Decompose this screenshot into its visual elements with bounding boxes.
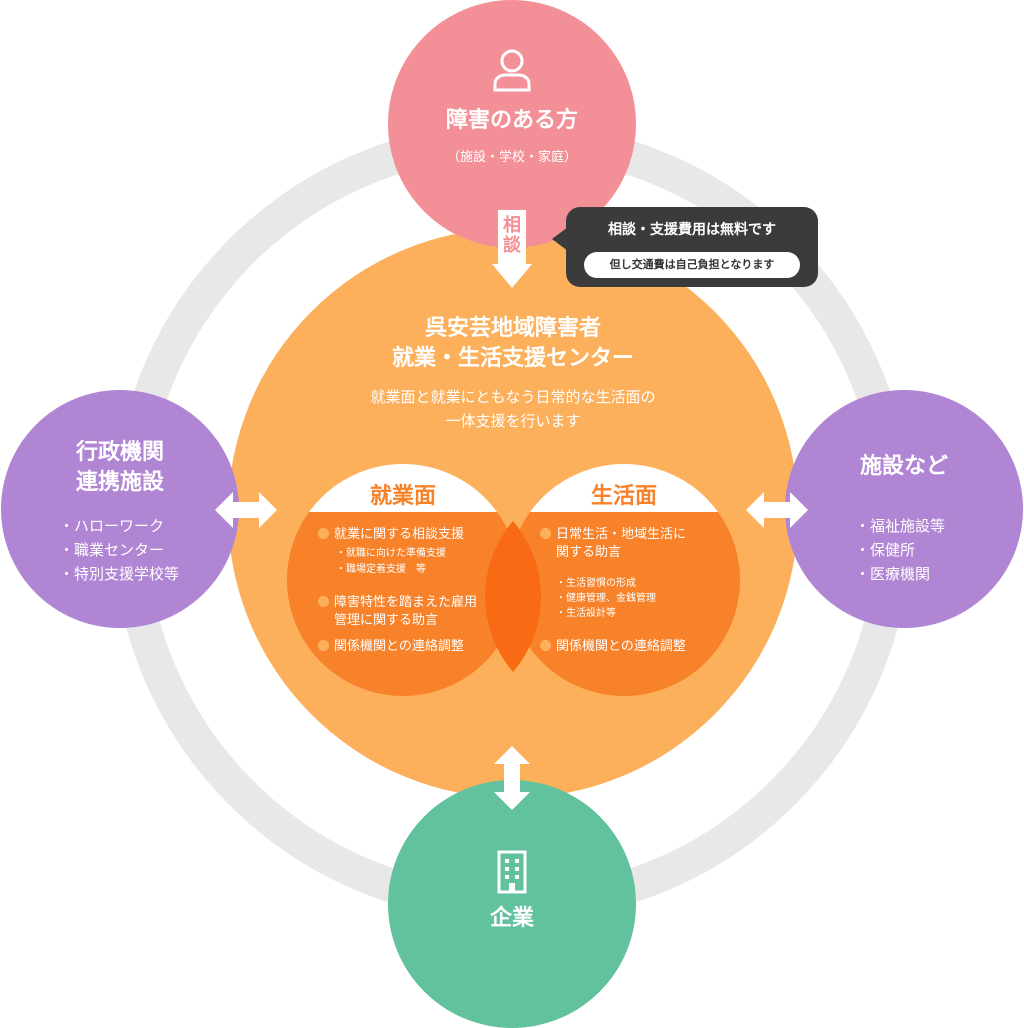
- building-icon: [497, 850, 527, 894]
- list-item: ・保健所: [855, 541, 916, 559]
- right-double-arrow: [746, 492, 808, 528]
- fee-tooltip: 相談・支援費用は無料です 但し交通費は自己負担となります: [552, 207, 818, 287]
- center-title-2: 就業・生活支援センター: [391, 346, 634, 371]
- tooltip-main: 相談・支援費用は無料です: [608, 222, 776, 238]
- tooltip-sub: 但し交通費は自己負担となります: [584, 252, 800, 278]
- center-desc-2: 一体支援を行います: [445, 412, 581, 430]
- government-list: ・ハローワーク ・職業センター ・特別支援学校等: [59, 514, 179, 586]
- life-aspect-circle: 生活面: [508, 464, 740, 696]
- center-title-1: 呉安芸地域障害者: [424, 316, 601, 341]
- consult-label-2: 談: [503, 235, 521, 256]
- work-item-1: 就業に関する相談支援: [318, 526, 464, 544]
- list-item: ・福祉施設等: [855, 517, 946, 535]
- government-title-1: 行政機関: [75, 440, 164, 465]
- facilities-title: 施設など: [859, 454, 948, 479]
- company-circle: 企業: [388, 780, 636, 1028]
- life-item-1-line-2: 関する助言: [556, 545, 622, 560]
- facilities-list: ・福祉施設等 ・保健所 ・医療機関: [855, 514, 945, 586]
- list-item: ・職業センター: [59, 541, 165, 559]
- work-item-2-line-2: 管理に関する助言: [334, 613, 439, 628]
- life-sub-1: ・生活習慣の形成: [556, 578, 636, 589]
- list-item: ・特別支援学校等: [59, 565, 180, 583]
- person-icon: [493, 49, 531, 92]
- facilities-circle: 施設など ・福祉施設等 ・保健所 ・医療機関: [785, 390, 1023, 628]
- left-double-arrow: [215, 492, 277, 528]
- list-item: ・医療機関: [855, 565, 931, 583]
- life-sub-3: ・生活設計等: [556, 608, 616, 619]
- company-title: 企業: [489, 906, 534, 931]
- person-circle: 障害のある方 （施設・学校・家庭）: [388, 0, 636, 248]
- list-item: ・ハローワーク: [59, 517, 165, 535]
- work-item-3: 関係機関との連絡調整: [318, 638, 464, 656]
- work-item-1-sub-2: ・職場定着支援 等: [336, 564, 426, 575]
- government-circle: 行政機関 連携施設 ・ハローワーク ・職業センター ・特別支援学校等: [1, 390, 239, 628]
- consult-label-1: 相: [503, 215, 521, 236]
- center-desc-1: 就業面と就業にともなう日常的な生活面の: [370, 388, 656, 406]
- life-sub-2: ・健康管理、金銭管理: [556, 593, 656, 604]
- life-caption: 生活面: [590, 484, 657, 509]
- life-item-3: 関係機関との連絡調整: [540, 638, 686, 656]
- government-title-2: 連携施設: [75, 470, 164, 495]
- work-aspect-circle: 就業面: [287, 464, 519, 696]
- work-item-1-sub-1: ・就職に向けた準備支援: [336, 548, 446, 559]
- bottom-double-arrow: [494, 746, 530, 810]
- person-sub: （施設・学校・家庭）: [446, 150, 577, 165]
- consult-arrow: 相 談: [492, 210, 532, 288]
- life-item-1: 日常生活・地域生活に: [540, 526, 686, 544]
- person-title: 障害のある方: [445, 108, 578, 133]
- work-item-2: 障害特性を踏まえた雇用: [318, 594, 477, 612]
- work-caption: 就業面: [369, 484, 436, 509]
